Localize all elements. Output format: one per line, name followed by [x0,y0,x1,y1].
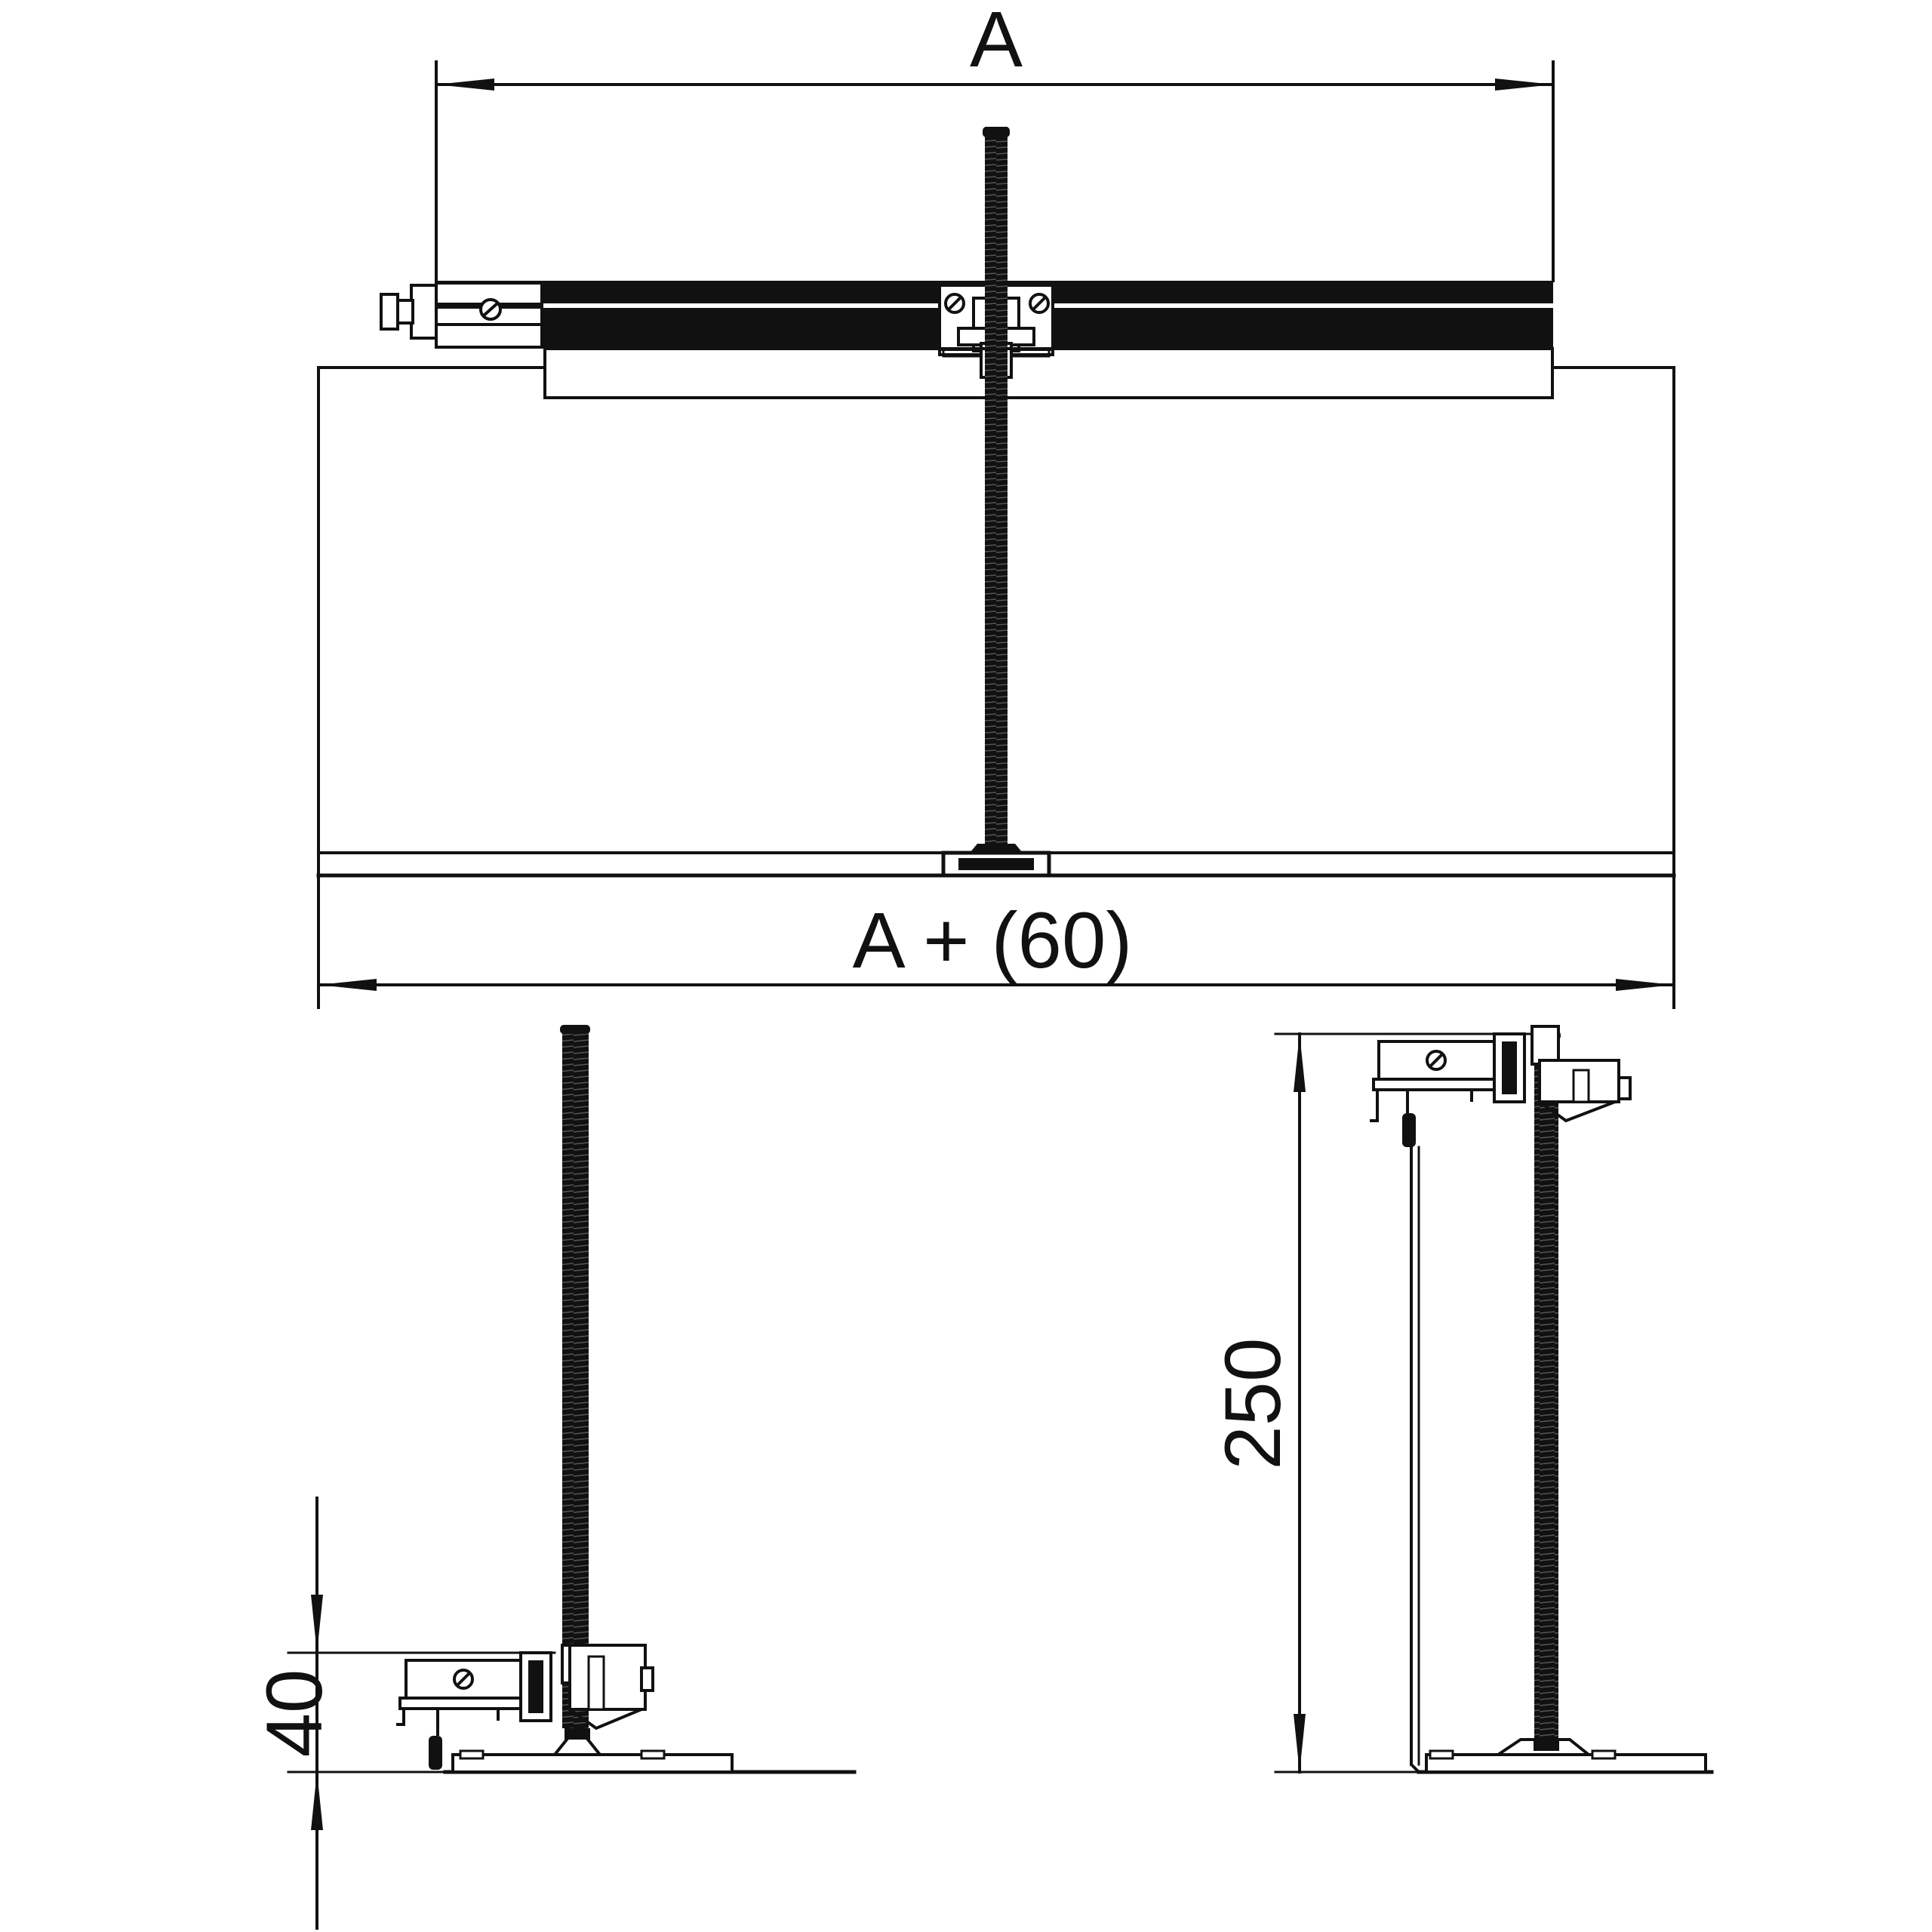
base-plate-icon [1425,1738,1707,1774]
thumb-screw-icon [380,284,438,340]
threaded-rod [1534,1034,1558,1747]
arrowhead-down [1294,1714,1306,1772]
dimension-label-40: 40 [251,1669,339,1758]
clamp-assembly-icon [1370,1025,1632,1147]
dimension-label-a-plus-60: A + (60) [853,897,1133,985]
side-view-minimum: 40 [251,1025,857,1930]
clamp-assembly-icon [396,1644,654,1770]
dimension-a: A [435,0,1555,282]
side-view-maximum: 250 [1209,1025,1714,1774]
dimension-label-a: A [970,0,1023,84]
dimension-label-250: 250 [1209,1337,1297,1469]
arrowhead-down [311,1595,323,1653]
dimension-40: 40 [251,1497,556,1930]
arrowhead-left [318,979,377,991]
arrowhead-up [1294,1034,1306,1092]
top-view: A [316,0,1676,1009]
dimension-250: 250 [1209,1032,1534,1774]
base-plate-icon [941,844,1051,878]
arrowhead-left [436,78,494,91]
base-plate-icon [451,1728,734,1774]
threaded-rod [562,1026,589,1728]
dimension-a-plus-60: A + (60) [317,874,1675,1009]
arrowhead-right [1495,78,1553,91]
threaded-rod [985,127,1008,853]
arrowhead-right [1616,979,1674,991]
arrowhead-up [311,1772,323,1830]
